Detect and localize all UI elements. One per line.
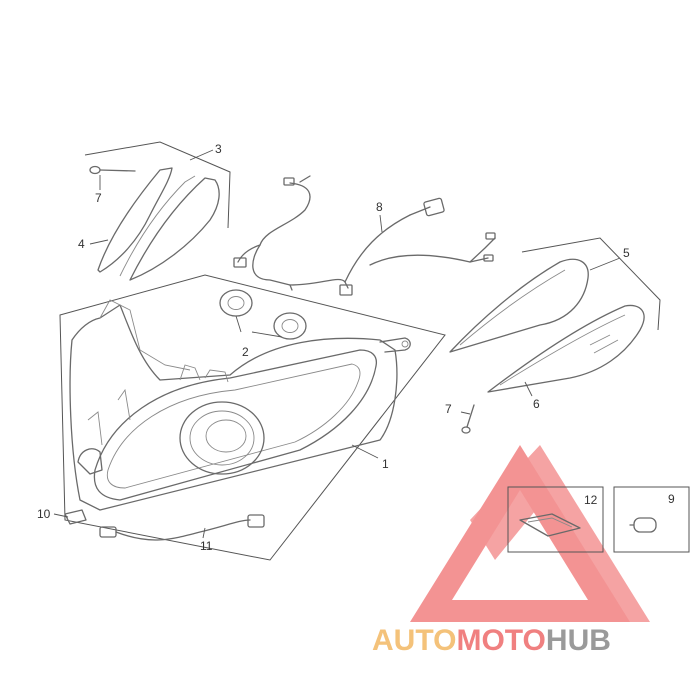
headlight-assembly bbox=[59, 274, 446, 561]
leader-lines bbox=[53, 149, 621, 539]
right-cover bbox=[449, 237, 661, 393]
callout-11: 11 bbox=[200, 539, 213, 553]
callout-7-top: 7 bbox=[95, 191, 102, 205]
left-cover bbox=[84, 141, 231, 281]
watermark-logo-text: AUTOMOTOHUB bbox=[372, 624, 611, 657]
watermark-hub: HUB bbox=[546, 624, 611, 657]
screw-right bbox=[461, 404, 475, 434]
watermark-auto: AUTO bbox=[372, 624, 456, 657]
callout-12: 12 bbox=[584, 493, 598, 507]
callout-2: 2 bbox=[242, 345, 249, 359]
part-9-box bbox=[613, 486, 690, 553]
callout-8: 8 bbox=[376, 200, 383, 214]
callout-6: 6 bbox=[533, 397, 540, 411]
callout-labels: 1 2 3 4 5 6 7 7 8 9 10 11 12 bbox=[37, 142, 675, 553]
watermark-moto: MOTO bbox=[456, 624, 545, 657]
callout-4: 4 bbox=[78, 237, 85, 251]
callout-5: 5 bbox=[623, 246, 630, 260]
bulb-holder-and-lead bbox=[64, 509, 265, 541]
grommet-pair bbox=[219, 289, 307, 340]
callout-7-right: 7 bbox=[445, 402, 452, 416]
part-3-group-outline bbox=[84, 141, 231, 229]
svg-text:AUTOMOTOHUB: AUTOMOTOHUB bbox=[372, 624, 611, 657]
callout-9: 9 bbox=[668, 492, 675, 506]
part-1-group-outline bbox=[59, 274, 446, 561]
callout-10: 10 bbox=[37, 507, 51, 521]
callout-1: 1 bbox=[382, 457, 389, 471]
callout-3: 3 bbox=[215, 142, 222, 156]
part-12-box bbox=[507, 486, 604, 553]
screw-top bbox=[89, 165, 136, 175]
wiring-harness bbox=[233, 175, 496, 296]
part-5-group-outline bbox=[521, 237, 661, 331]
